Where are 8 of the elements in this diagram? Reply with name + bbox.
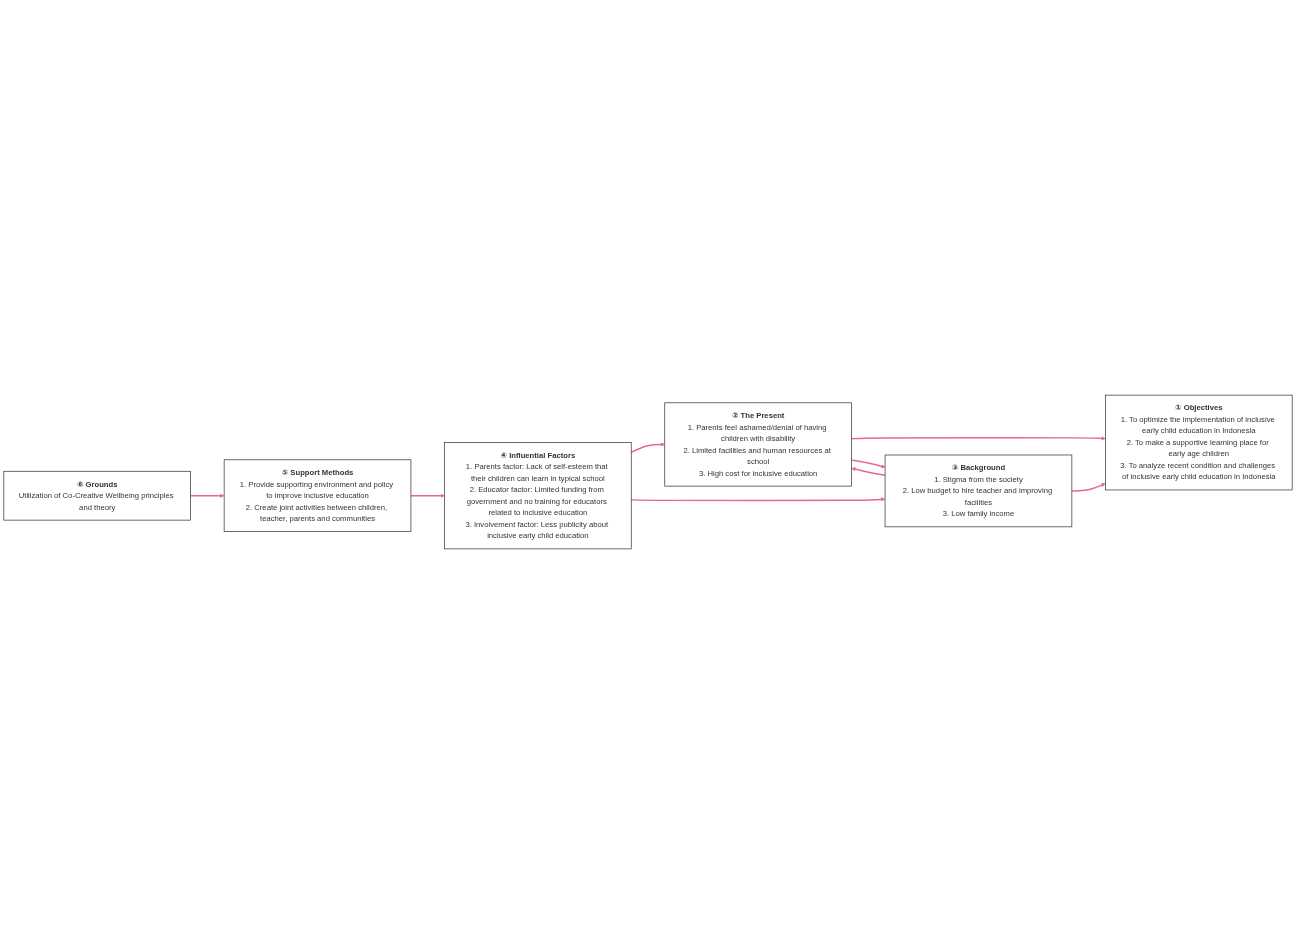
arrow	[850, 436, 1106, 441]
arrow	[630, 497, 886, 502]
arrow	[189, 493, 225, 498]
arrow	[850, 459, 886, 469]
arrow	[630, 442, 665, 453]
arrow	[1071, 483, 1106, 492]
arrow	[851, 467, 886, 476]
arrow	[410, 493, 445, 498]
